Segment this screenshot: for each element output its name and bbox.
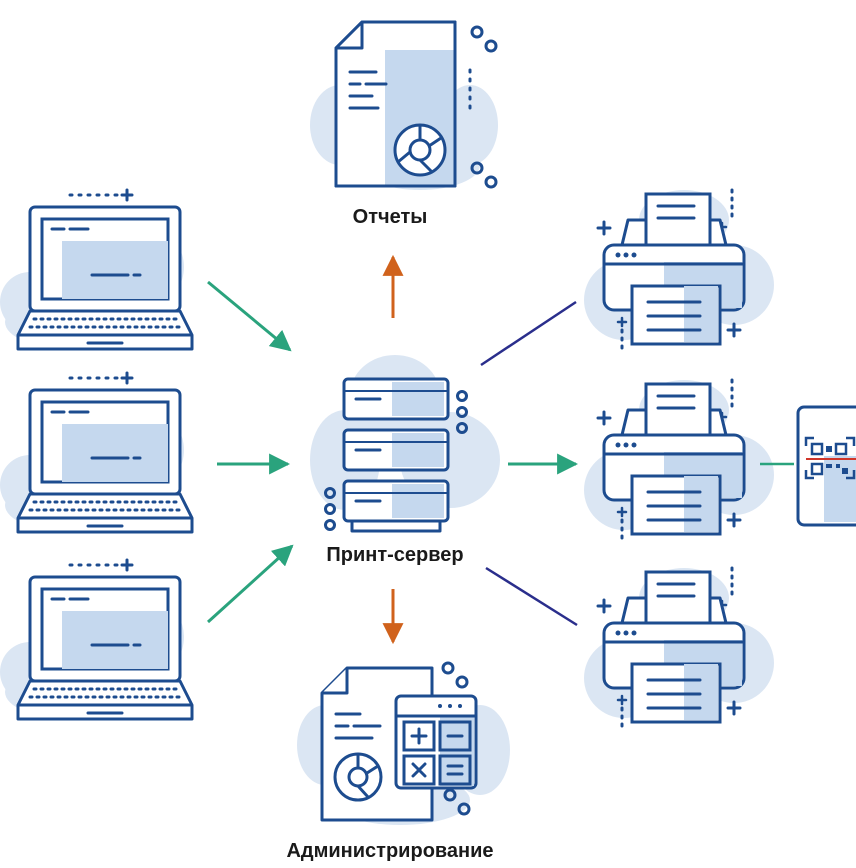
printer-icon	[582, 188, 776, 352]
arrow-laptop1-to-server	[207, 280, 292, 352]
admin-document-calculator-icon	[297, 661, 510, 825]
line-server-to-printer3	[485, 566, 578, 627]
laptop-icon	[0, 558, 194, 722]
printer-icon	[582, 566, 776, 730]
print-server-label: Принт-сервер	[326, 544, 464, 566]
printer-icon	[582, 378, 776, 542]
phone-qr-icon	[796, 405, 856, 527]
laptop-icon	[0, 371, 194, 535]
reports-label: Отчеты	[352, 206, 428, 228]
line-server-to-printer1	[480, 300, 577, 367]
administration-label: Администрирование	[286, 840, 494, 862]
laptop-icon	[0, 188, 194, 352]
server-icon	[310, 355, 500, 533]
arrow-laptop3-to-server	[206, 544, 294, 624]
report-document-icon	[310, 20, 498, 190]
